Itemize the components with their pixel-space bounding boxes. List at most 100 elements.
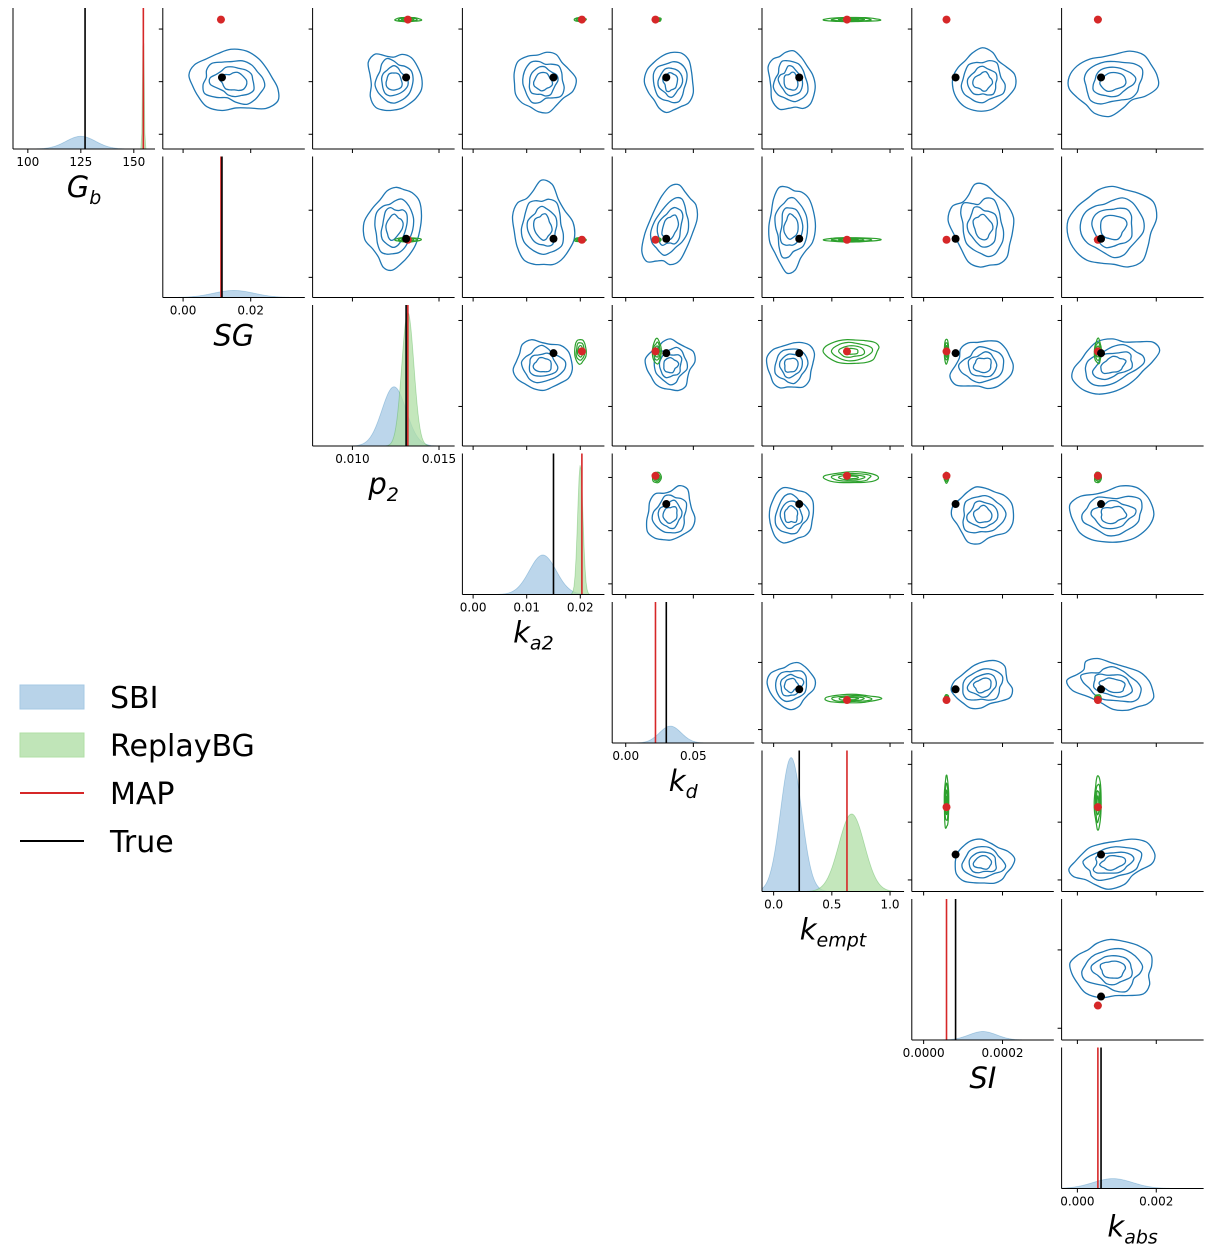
sbi-contour bbox=[777, 65, 804, 97]
sbi-contour bbox=[367, 53, 423, 112]
replaybg-contour bbox=[397, 17, 418, 22]
true-point bbox=[549, 234, 558, 243]
sbi-contour bbox=[1099, 960, 1127, 979]
sbi-contour bbox=[522, 60, 565, 104]
sbi-contour bbox=[972, 70, 994, 92]
sbi-contour bbox=[380, 65, 409, 97]
true-point bbox=[1097, 850, 1106, 859]
x-tick-label: 0.0002 bbox=[982, 1046, 1024, 1060]
pair-panel-kd-Gb bbox=[608, 8, 755, 153]
map-point bbox=[942, 696, 951, 705]
true-point bbox=[1097, 992, 1106, 1001]
x-tick-label: 0.0 bbox=[764, 898, 783, 912]
sbi-contour bbox=[643, 51, 695, 114]
axis-label-kd: kd bbox=[669, 764, 699, 803]
sbi-contour bbox=[520, 344, 567, 384]
pair-panel-kd-p2 bbox=[608, 305, 755, 450]
pair-panel-kabs-p2 bbox=[1057, 305, 1204, 450]
axis-label-subscript: 2 bbox=[387, 484, 399, 506]
true-point bbox=[795, 500, 804, 509]
sbi-contour bbox=[661, 214, 680, 241]
sbi-contour bbox=[526, 205, 558, 247]
legend-entry-sbi: SBI bbox=[19, 681, 158, 716]
kde-sbi-kabs bbox=[1061, 1178, 1204, 1189]
map-point bbox=[651, 235, 660, 244]
sbi-contour bbox=[779, 207, 804, 246]
map-point bbox=[1093, 1001, 1102, 1010]
sbi-contour bbox=[1084, 343, 1146, 387]
replaybg-contour bbox=[830, 341, 874, 362]
sbi-contour bbox=[645, 484, 696, 541]
map-point bbox=[216, 15, 225, 24]
sbi-contour bbox=[512, 339, 574, 392]
sbi-contour bbox=[188, 48, 280, 112]
pair-panel-kabs-ka2 bbox=[1057, 453, 1204, 599]
replaybg-contour bbox=[575, 342, 586, 361]
axis-label-base: SI bbox=[969, 1061, 996, 1095]
sbi-contour bbox=[954, 838, 1016, 885]
x-tick-label: 0.002 bbox=[1139, 1195, 1173, 1209]
kde-sbi-p2 bbox=[312, 386, 455, 447]
sbi-contour bbox=[1092, 673, 1133, 698]
legend-swatch bbox=[19, 684, 85, 710]
replaybg-contour bbox=[837, 238, 865, 242]
true-point bbox=[951, 234, 960, 243]
map-point bbox=[842, 235, 851, 244]
sbi-contour bbox=[532, 213, 553, 241]
sbi-contour bbox=[1081, 495, 1143, 537]
map-point bbox=[1093, 471, 1102, 480]
sbi-contour bbox=[528, 65, 559, 97]
sbi-contour bbox=[783, 213, 799, 240]
true-point bbox=[662, 73, 671, 82]
true-point bbox=[795, 349, 804, 358]
true-point bbox=[1097, 500, 1106, 509]
kde-sbi-Gb bbox=[13, 135, 155, 150]
axis-label-Gb: Gb bbox=[67, 170, 102, 209]
true-point bbox=[951, 685, 960, 694]
replaybg-contour bbox=[943, 774, 950, 829]
map-point bbox=[651, 347, 660, 356]
sbi-contour bbox=[972, 213, 994, 241]
sbi-contour bbox=[513, 51, 577, 114]
sbi-contour bbox=[774, 348, 809, 385]
replaybg-contour bbox=[831, 694, 873, 703]
axis-label-ka2: ka2 bbox=[513, 616, 554, 655]
axis-label-subscript: abs bbox=[1124, 1227, 1158, 1249]
map-point bbox=[1093, 15, 1102, 24]
pair-panel-kd-ka2 bbox=[608, 453, 755, 599]
map-point bbox=[842, 347, 851, 356]
kde-replaybg-Gb bbox=[13, 43, 155, 150]
legend-label: True bbox=[109, 825, 174, 860]
map-point bbox=[403, 15, 412, 24]
axis-label-subscript: b bbox=[89, 187, 101, 209]
sbi-contour bbox=[374, 198, 415, 255]
sbi-contour bbox=[966, 65, 998, 96]
x-tick-label: 0.05 bbox=[680, 749, 707, 763]
sbi-contour bbox=[972, 357, 992, 374]
sbi-contour bbox=[202, 60, 266, 106]
pair-panel-kabs-Gb bbox=[1057, 8, 1204, 153]
x-tick-label: 0.5 bbox=[822, 898, 841, 912]
x-tick-label: 0.00 bbox=[612, 749, 639, 763]
sbi-contour bbox=[657, 67, 684, 98]
true-point bbox=[662, 349, 671, 358]
x-tick-label: 0.015 bbox=[422, 452, 456, 466]
sbi-contour bbox=[1099, 214, 1128, 241]
axis-label-base: SG bbox=[213, 319, 254, 353]
kde-sbi-kd bbox=[612, 725, 755, 744]
x-tick-label: 0.01 bbox=[513, 601, 540, 615]
sbi-contour bbox=[778, 353, 804, 379]
legend-entry-true: True bbox=[20, 825, 174, 860]
replaybg-contour bbox=[822, 339, 880, 365]
sbi-contour bbox=[208, 66, 255, 98]
true-point bbox=[662, 234, 671, 243]
replaybg-contour bbox=[574, 339, 587, 365]
x-tick-label: 0.000 bbox=[1060, 1195, 1094, 1209]
sbi-contour bbox=[1069, 938, 1153, 999]
sbi-contour bbox=[768, 185, 817, 275]
kde-sbi-SG bbox=[162, 290, 306, 298]
